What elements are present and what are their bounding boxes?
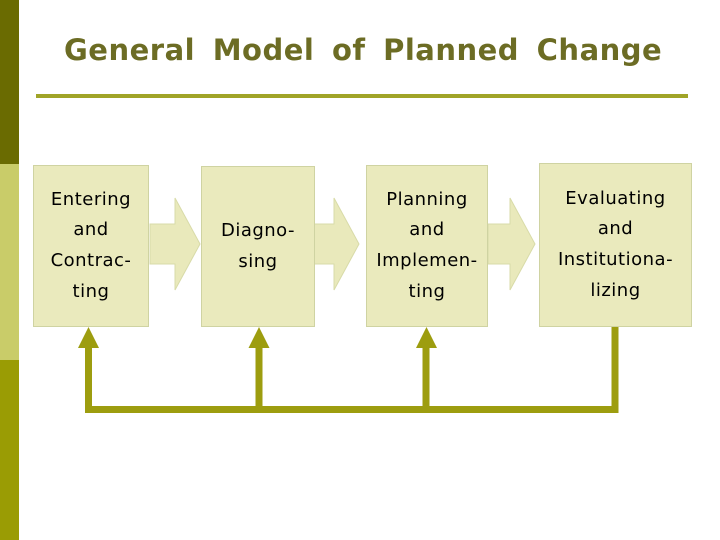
stage-box-entering-contracting: Entering and Contrac- ting <box>33 165 149 327</box>
forward-arrow-icon <box>149 197 201 291</box>
feedback-arrow-icon <box>248 327 270 348</box>
forward-arrow-icon <box>487 197 536 291</box>
accent-bar-bottom-segment <box>0 360 19 540</box>
feedback-arrow-icon <box>416 327 437 348</box>
feedback-source-line <box>611 327 619 406</box>
feedback-loop <box>78 327 619 413</box>
feedback-arrow-shaft <box>255 346 263 406</box>
stage-box-diagnosing: Diagno- sing <box>201 166 315 327</box>
slide-title: General Model of Planned Change <box>64 33 663 67</box>
left-accent-bar <box>0 0 19 540</box>
feedback-line <box>85 406 619 413</box>
stage-box-planning-implementing: Planning and Implemen- ting <box>366 165 488 327</box>
feedback-arrow-icon <box>78 327 99 348</box>
feedback-arrow-shaft <box>422 346 430 406</box>
accent-bar-top-segment <box>0 0 19 164</box>
forward-arrow-icon <box>313 197 360 291</box>
stage-box-evaluating-institutionalizing: Evaluating and Institutiona- lizing <box>539 163 692 327</box>
feedback-arrow-shaft <box>85 346 92 406</box>
title-underline <box>36 94 688 98</box>
accent-bar-middle-segment <box>0 164 19 360</box>
